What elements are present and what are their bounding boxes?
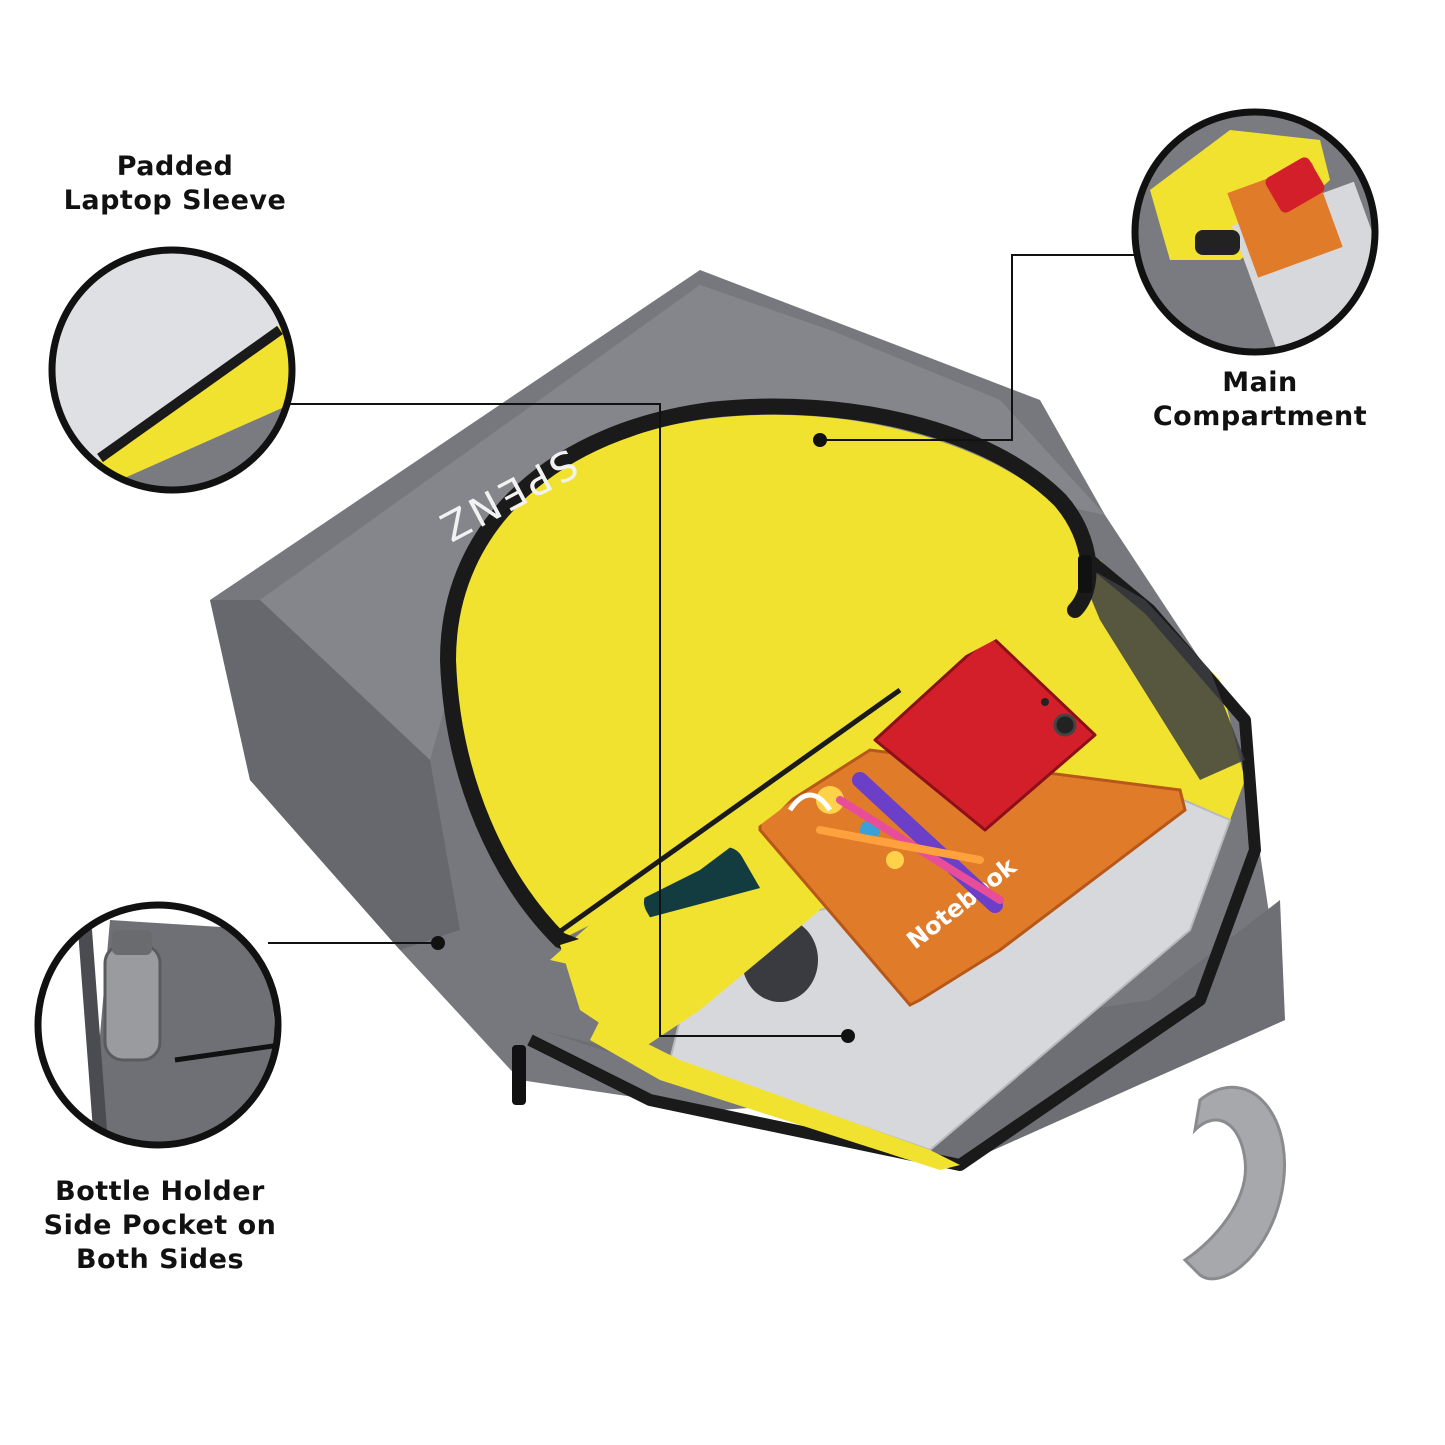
front-pocket-pouch xyxy=(560,880,820,1050)
callout-line-laptop xyxy=(290,403,848,1037)
caption-bottle-holder-line1: Bottle Holder xyxy=(55,1176,265,1207)
caption-bottle-holder: Bottle Holder Side Pocket on Both Sides xyxy=(20,1175,300,1277)
bag-bottom-panel xyxy=(540,900,1285,1165)
notebook-doodle xyxy=(816,786,844,814)
zoom-main-bottle xyxy=(1195,230,1240,255)
caption-bottle-holder-line3: Both Sides xyxy=(75,1244,245,1275)
phone xyxy=(873,633,1097,832)
callout-lines xyxy=(268,254,1140,1037)
pens xyxy=(816,772,1004,913)
caption-laptop-sleeve-line1: Padded xyxy=(116,151,234,182)
zoom-main-phone xyxy=(1265,157,1325,213)
bag-top-panel xyxy=(260,285,1105,760)
zoom-bottle xyxy=(103,943,162,1062)
pocket-seam xyxy=(553,687,902,938)
zoom-laptop-sleeve xyxy=(48,246,296,494)
zoom-main-compartment xyxy=(1131,108,1379,356)
zoom-bottle-strap xyxy=(78,929,107,1131)
zoom-bottle-holder xyxy=(34,901,282,1149)
caption-laptop-sleeve-line2: Laptop Sleeve xyxy=(63,185,287,216)
front-pocket-lining xyxy=(455,414,1084,941)
notebook-doodle xyxy=(886,851,904,869)
zipper-pull xyxy=(1078,555,1092,593)
front-pocket-zipper xyxy=(440,652,618,968)
phone-camera xyxy=(1041,698,1049,706)
caption-main-compartment-line2: Compartment xyxy=(1152,401,1368,432)
laptop-sleeve-strip xyxy=(590,1020,960,1170)
pen xyxy=(816,826,984,864)
phone-camera xyxy=(1053,713,1077,737)
callout-dot xyxy=(841,1029,855,1043)
main-compartment-interior: Notebook xyxy=(527,555,1261,1171)
front-pocket-flap xyxy=(440,398,1097,1050)
front-pocket-zipper xyxy=(440,398,1097,668)
bag-handle xyxy=(1182,1085,1286,1281)
zipper-tag xyxy=(512,1045,526,1105)
zoom-bottle-zipper xyxy=(174,1042,278,1063)
phone-body xyxy=(873,633,1097,832)
caption-bottle-holder-line2: Side Pocket on xyxy=(43,1210,277,1241)
notebook-doodle xyxy=(787,792,833,812)
caption-laptop-sleeve: Padded Laptop Sleeve xyxy=(40,150,310,218)
zoom-sleeve-zipper xyxy=(97,325,283,463)
callout-dot xyxy=(431,936,445,950)
callout-dot xyxy=(813,433,827,447)
zoom-bottle-cap xyxy=(112,930,152,955)
bag-side-shadow xyxy=(210,600,460,950)
callout-line-main xyxy=(820,254,1140,441)
caption-main-compartment-line1: Main xyxy=(1222,367,1298,398)
interior-mesh xyxy=(1075,560,1245,780)
caption-main-compartment: Main Compartment xyxy=(1120,366,1400,434)
